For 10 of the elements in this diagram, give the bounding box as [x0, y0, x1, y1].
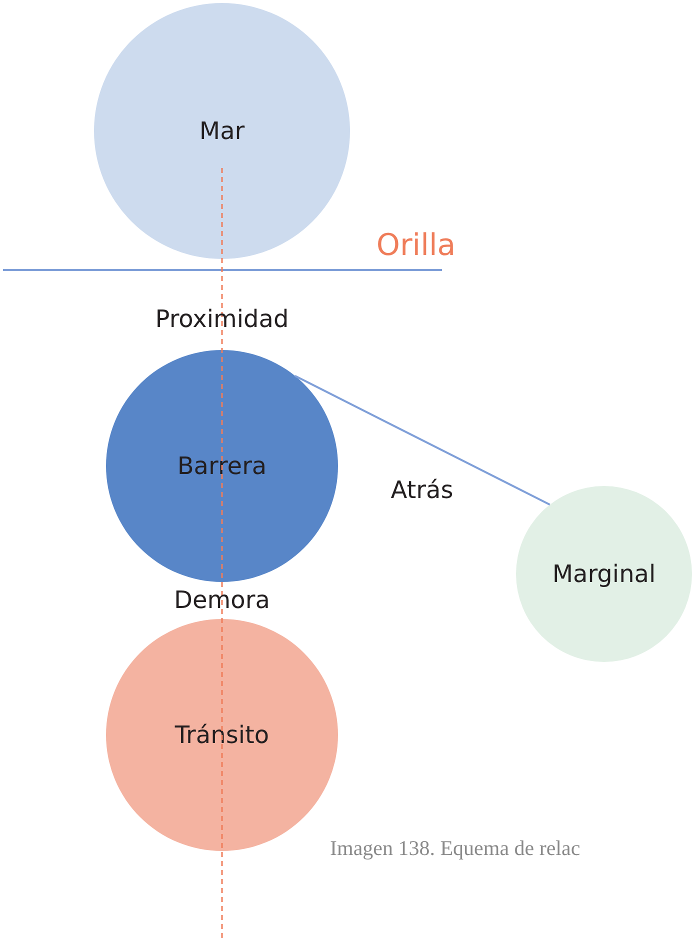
text-label: Atrás: [390, 476, 454, 504]
connector-line: [294, 374, 550, 506]
text-label: Orilla: [376, 228, 456, 263]
circle-label: Tránsito: [174, 721, 270, 749]
text-label: Demora: [174, 586, 270, 614]
caption: Imagen 138. Equema de relac: [330, 836, 580, 861]
text-label: Proximidad: [155, 305, 289, 333]
circle-label: Marginal: [552, 560, 656, 588]
circle-label: Barrera: [177, 452, 267, 480]
circle-label: Mar: [199, 117, 245, 145]
